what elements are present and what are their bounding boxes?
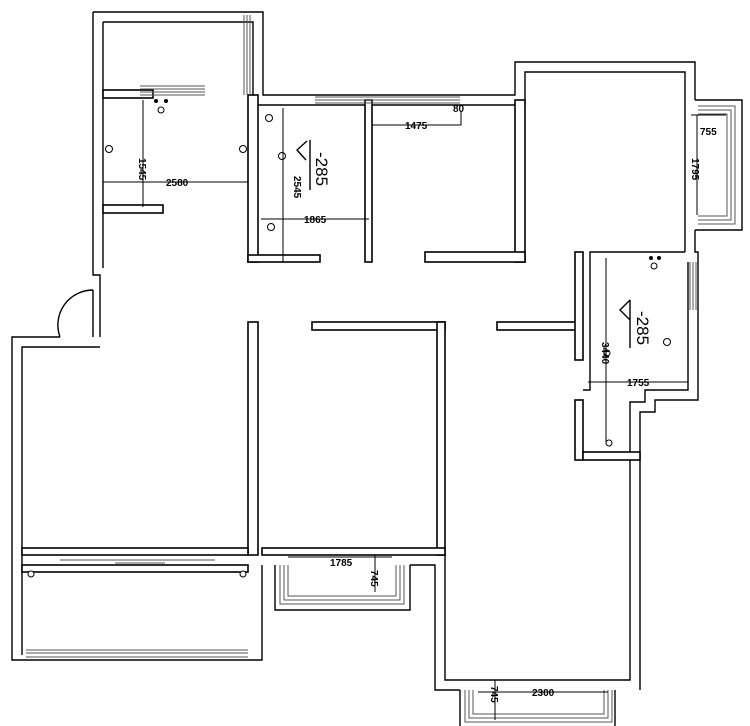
dim-balcony-bottom-length: 2300	[532, 688, 555, 699]
dim-bath2-width: 1865	[304, 215, 327, 226]
dim-kitchen-height: 3440	[599, 342, 610, 365]
dim-balcony-bottom-depth: 745	[488, 686, 499, 703]
level-kitchen: -285	[633, 311, 652, 345]
dim-balcony-mid-length: 1785	[330, 558, 353, 569]
dim-balcony-right-length: 1795	[689, 158, 700, 181]
dim-bath1-height: 1545	[136, 158, 147, 181]
dimension-lines	[103, 100, 726, 720]
level-bath2: -285	[312, 152, 331, 186]
entrance-door	[57, 289, 94, 338]
interior-walls	[21, 89, 641, 573]
outer-walls	[11, 11, 699, 691]
dim-balcony-right-depth: 755	[700, 127, 717, 138]
fixtures	[27, 99, 671, 578]
windows	[26, 15, 697, 658]
dim-kitchen-width: 1755	[627, 378, 650, 389]
dim-bath1-width: 2580	[166, 178, 189, 189]
dimension-labels: 1545 2580 1475 80 2545 1865 755 1795 344…	[136, 104, 717, 703]
floor-drain-icon	[278, 152, 286, 160]
dim-balcony-mid-depth: 745	[368, 570, 379, 587]
dim-bath2-height: 2545	[291, 176, 302, 199]
floor-drain-icon	[663, 338, 671, 346]
dim-bedroom2-window: 1475	[405, 121, 428, 132]
dim-small-mark: 80	[453, 104, 465, 115]
balconies	[274, 99, 743, 726]
